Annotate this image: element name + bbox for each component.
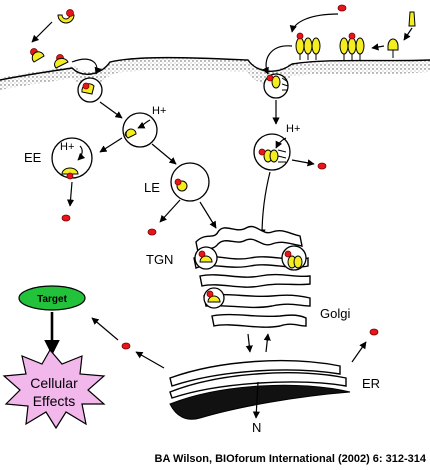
- proton-label-left: H+: [60, 141, 74, 153]
- arrow-to-pit-right: [262, 45, 293, 75]
- toxin-released-le: [147, 228, 157, 236]
- arrow-toxin-to-membrane-1: [31, 21, 53, 43]
- receptor-cluster-left: [295, 32, 321, 60]
- toxin-released-er-right: [369, 328, 379, 336]
- arrow-top-right-1: [403, 27, 413, 41]
- arrow-mid-to-le: [151, 143, 177, 165]
- toxin-free-top-left: [57, 9, 75, 24]
- toxin-released-right: [317, 162, 327, 170]
- arrow-mid-to-ee: [99, 137, 123, 153]
- arrow-er-to-nucleus: [252, 381, 260, 419]
- target-node: Target: [18, 285, 86, 311]
- pit-vesicle-right: [263, 73, 289, 99]
- effects-node: Cellular Effects: [2, 348, 106, 430]
- plasma-membrane: [0, 56, 430, 90]
- label-er: ER: [362, 376, 380, 391]
- er-membranes: [169, 359, 351, 420]
- citation: BA Wilson, BIOforum International (2002)…: [155, 453, 427, 465]
- arrow-to-pit-left: [71, 58, 102, 75]
- target-ellipse: [18, 285, 86, 311]
- toxin-bound-left-1: [30, 48, 45, 63]
- vesicle-mid-left: H+: [122, 105, 166, 148]
- pit-vesicle-left: [77, 77, 103, 103]
- toxin-released-er-left: [121, 342, 131, 350]
- toxin-free-top-right: [337, 4, 416, 58]
- target-label: Target: [37, 294, 67, 305]
- proton-label-mid: H+: [152, 105, 166, 117]
- arrow-pit-to-mid: [99, 101, 123, 119]
- label-ee: EE: [24, 150, 42, 165]
- label-le: LE: [144, 180, 160, 195]
- arrow-golgi-to-er: [245, 333, 253, 353]
- vesicle-ee: H+: [51, 137, 93, 180]
- arrow-top-right-2: [371, 43, 385, 51]
- vesicle-le: [170, 162, 210, 202]
- proton-label-right: H+: [286, 123, 300, 135]
- arrow-toxin-to-target: [91, 317, 119, 341]
- toxin-released-ee: [61, 214, 71, 222]
- arrow-er-release-left: [135, 351, 165, 369]
- arrow-right-release: [291, 159, 315, 167]
- tgn-vesicle-right: [281, 245, 307, 271]
- tgn-vesicle-left: [194, 246, 218, 270]
- arrow-er-release-right: [351, 341, 367, 363]
- effects-line2: Effects: [33, 393, 76, 409]
- vesicle-right-acid: H+: [253, 123, 300, 171]
- golgi-stack: [193, 225, 311, 328]
- label-golgi: Golgi: [320, 306, 350, 321]
- golgi-vesicle: [203, 287, 225, 309]
- arrow-top-right-3: [289, 13, 339, 33]
- arrow-le-release: [159, 199, 181, 223]
- toxin-bound-left-2: [54, 54, 69, 69]
- arrow-er-to-golgi: [263, 333, 271, 353]
- label-n: N: [252, 420, 261, 435]
- receptor-cluster-mid: [339, 32, 365, 60]
- arrow-le-to-tgn: [199, 201, 217, 229]
- arrow-right-to-golgi: [258, 171, 271, 237]
- arrow-ee-release: [66, 181, 75, 207]
- label-tgn: TGN: [146, 252, 173, 267]
- effects-line1: Cellular: [30, 375, 78, 391]
- effects-starburst: [2, 348, 106, 430]
